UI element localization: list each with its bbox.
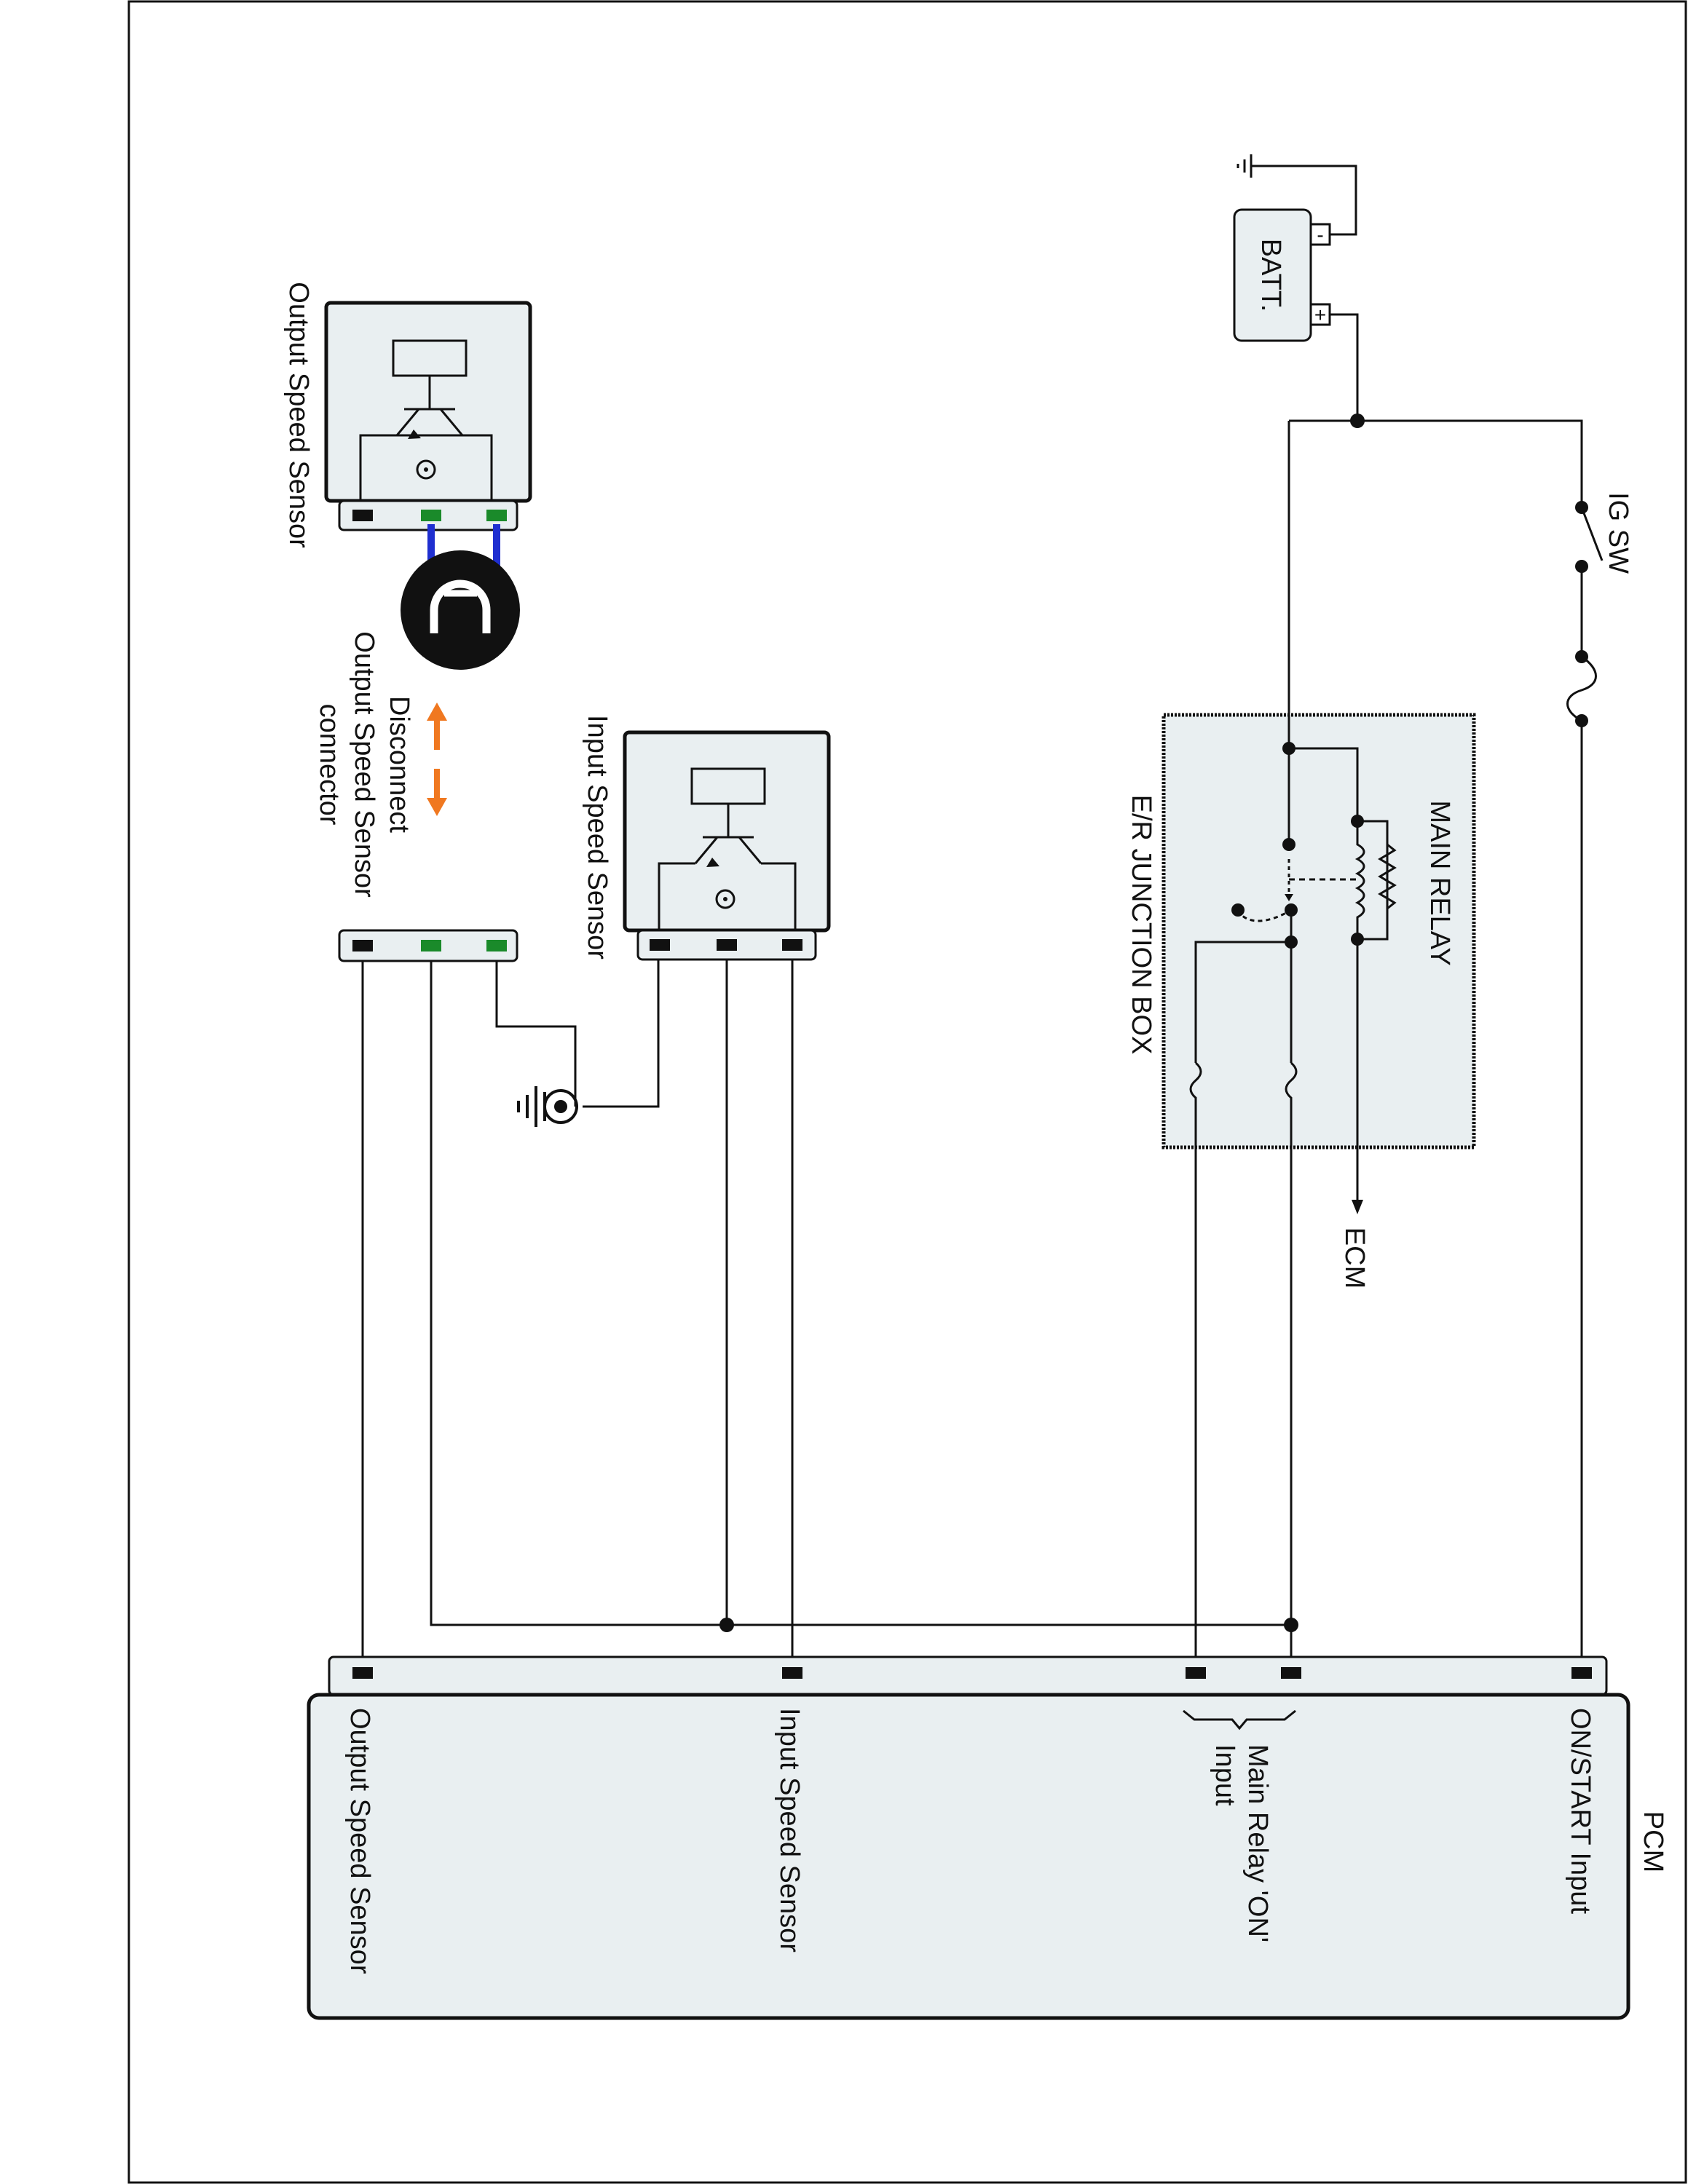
main-relay (1189, 421, 1397, 1673)
disconnect-label-1: Disconnect (384, 696, 414, 833)
pcm-label: PCM (1638, 1811, 1668, 1872)
input-speed-sensor: Input Speed Sensor (582, 715, 831, 961)
battery-ground-icon (1237, 154, 1357, 236)
page-frame (127, 0, 1687, 2184)
ground-icon (517, 1086, 578, 1127)
battery-label: BATT. (1255, 239, 1286, 312)
pcm-main-relay-label-1: Main Relay 'ON' (1242, 1744, 1273, 1942)
pcm-main-relay-label-2: Input (1210, 1744, 1240, 1806)
pcm-on-start-label: ON/START Input (1565, 1708, 1596, 1914)
pcm-input-speed-label: Input Speed Sensor (774, 1708, 805, 1952)
output-speed-sensor: Output Speed Sensor (283, 282, 532, 548)
output-speed-sensor-label: Output Speed Sensor (283, 282, 314, 548)
pcm: PCM ON/START Input Main Relay 'ON' Input… (307, 1655, 1668, 2020)
main-relay-label: MAIN RELAY (1424, 800, 1455, 965)
disconnect-label-3: connector (314, 704, 344, 826)
disconnect-label-2: Output Speed Sensor (349, 631, 379, 898)
double-arrow-icon (427, 703, 447, 816)
input-speed-sensor-label: Input Speed Sensor (582, 715, 612, 960)
battery-plus-label: + (1314, 304, 1326, 326)
disconnected-connector-icon (401, 524, 520, 670)
junction-box-label: E/R JUNCTION BOX (1126, 795, 1156, 1055)
battery: - + BATT. (1233, 208, 1331, 342)
ecm-label: ECM (1339, 1227, 1370, 1289)
ig-sw-label: IG SW (1603, 492, 1633, 574)
pcm-output-speed-label: Output Speed Sensor (344, 1708, 375, 1974)
fuse-icon (1566, 650, 1597, 727)
battery-minus-label: - (1317, 223, 1323, 246)
output-sensor-harness-connector (338, 929, 518, 962)
er-junction-box: E/R JUNCTION BOX MAIN RELAY (1126, 713, 1476, 1150)
ig-switch: IG SW (1575, 492, 1633, 574)
